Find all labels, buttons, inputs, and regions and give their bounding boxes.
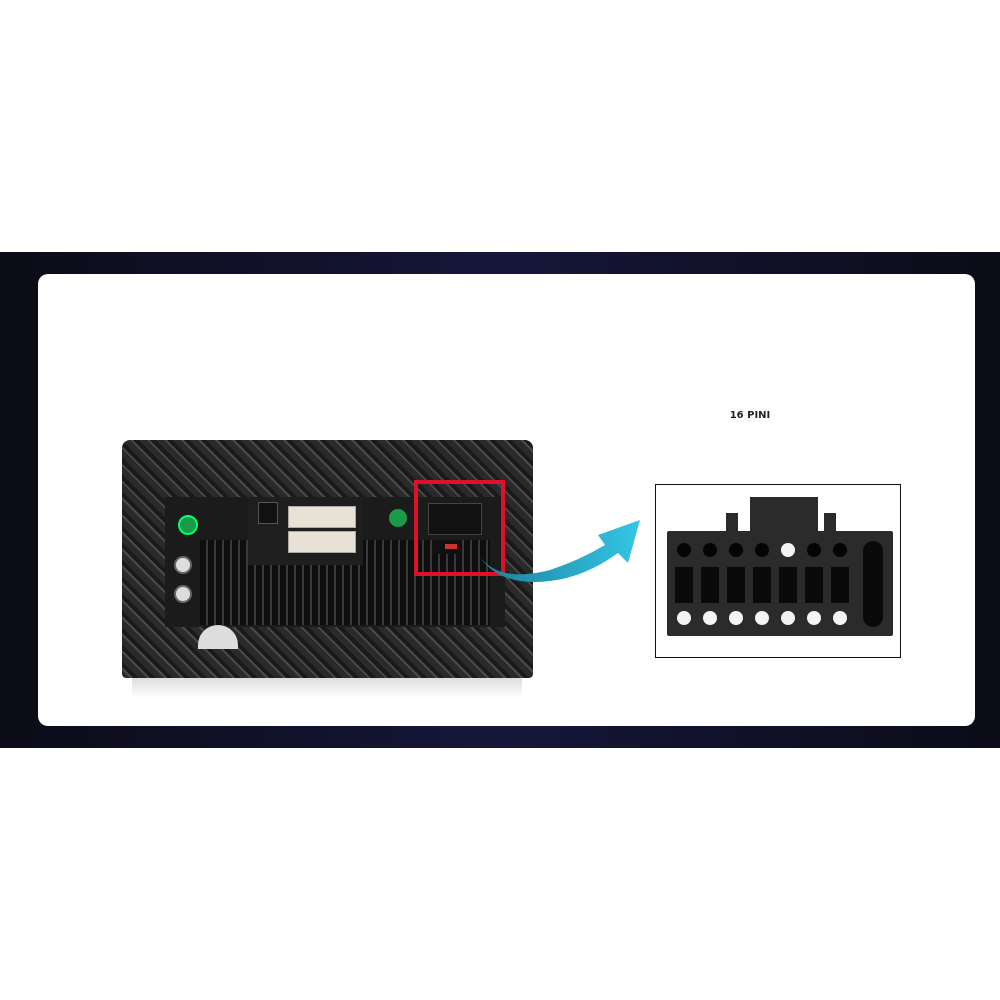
arrow-icon: [480, 520, 640, 582]
connector-label: 16 PINI: [729, 410, 771, 421]
connector-16-pin-image: [655, 484, 901, 658]
highlight-box: [414, 480, 505, 576]
